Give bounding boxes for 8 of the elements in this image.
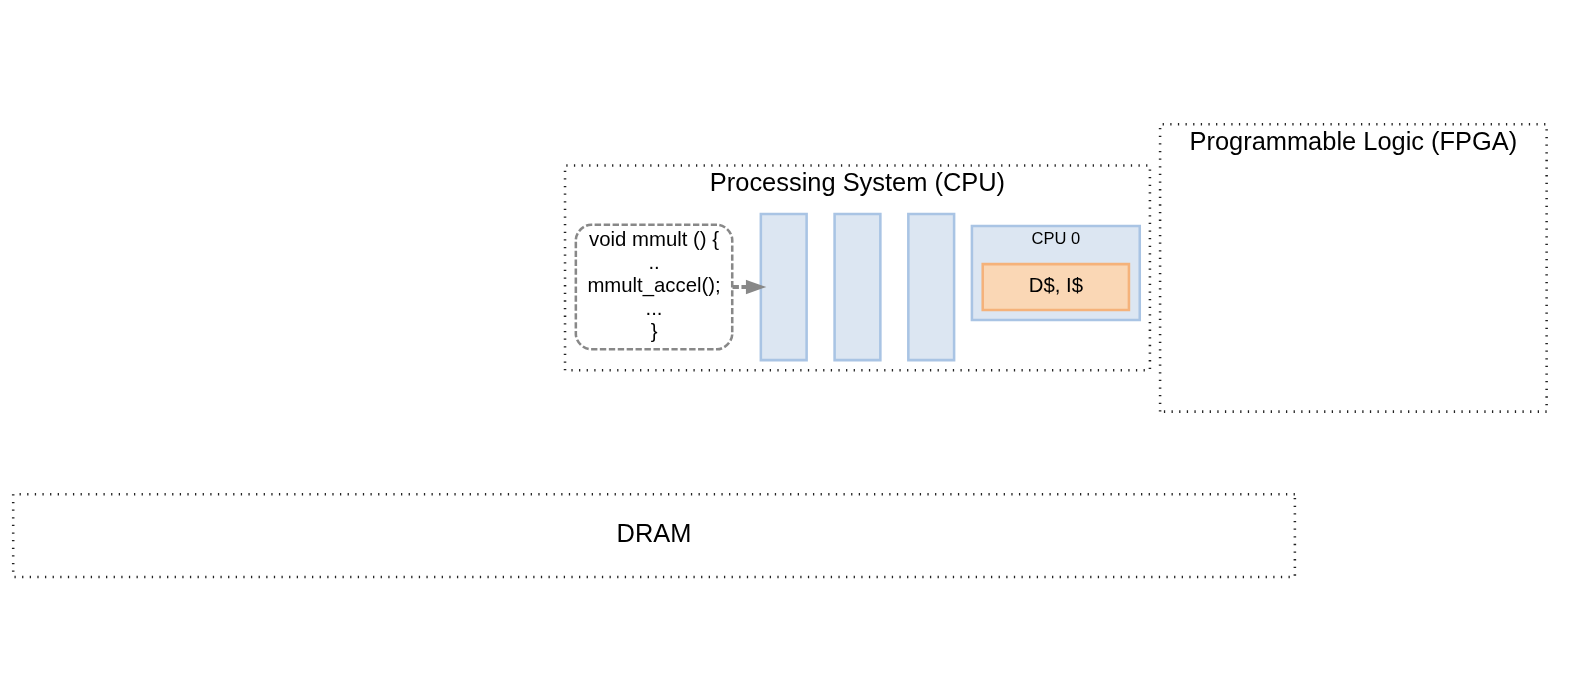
arrow bbox=[732, 279, 767, 295]
node-box bbox=[833, 212, 882, 362]
node-box bbox=[759, 212, 808, 362]
node-box: D$, I$ bbox=[981, 262, 1131, 312]
node-box bbox=[907, 212, 956, 362]
node-box: void mmult () { .. mmult_accel(); ... } bbox=[574, 223, 734, 351]
node-box: Programmable Logic (FPGA) bbox=[1158, 123, 1548, 413]
node-box: DRAM bbox=[11, 493, 1297, 579]
